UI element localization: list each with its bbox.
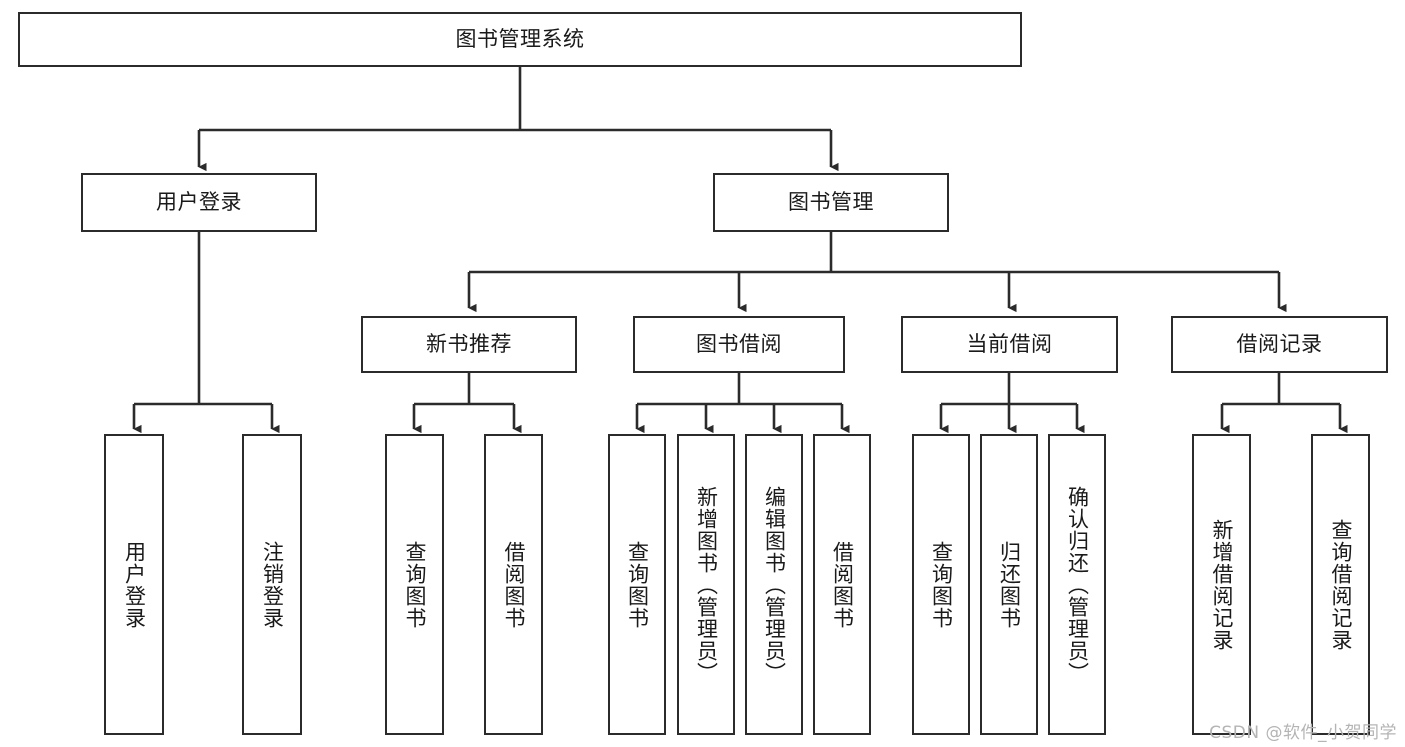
- node-leaf-user-login[interactable]: 用户登录: [104, 434, 164, 735]
- node-leaf-query-book-newbook-label: 查询图书: [402, 540, 427, 629]
- node-book-borrow-label: 图书借阅: [696, 331, 782, 356]
- node-leaf-query-book-newbook[interactable]: 查询图书: [385, 434, 444, 735]
- node-new-book-recommend[interactable]: 新书推荐: [361, 316, 577, 373]
- node-leaf-confirm-return-admin-label: 确认归还（管理员）: [1065, 485, 1090, 684]
- node-borrow-record[interactable]: 借阅记录: [1171, 316, 1388, 373]
- node-leaf-borrow-book-newbook[interactable]: 借阅图书: [484, 434, 543, 735]
- node-book-management-label: 图书管理: [788, 189, 874, 214]
- node-leaf-query-borrow-record[interactable]: 查询借阅记录: [1311, 434, 1370, 735]
- node-root-book-management-system[interactable]: 图书管理系统: [18, 12, 1022, 67]
- node-leaf-query-book-current-label: 查询图书: [929, 540, 954, 629]
- node-leaf-add-borrow-record[interactable]: 新增借阅记录: [1192, 434, 1251, 735]
- node-leaf-borrow-book[interactable]: 借阅图书: [813, 434, 871, 735]
- node-leaf-logout-label: 注销登录: [260, 540, 285, 629]
- node-leaf-return-book[interactable]: 归还图书: [980, 434, 1038, 735]
- node-user-login[interactable]: 用户登录: [81, 173, 317, 232]
- node-leaf-add-book-admin-label: 新增图书（管理员）: [694, 485, 719, 684]
- node-leaf-query-book-borrow[interactable]: 查询图书: [608, 434, 666, 735]
- node-leaf-edit-book-admin[interactable]: 编辑图书（管理员）: [745, 434, 803, 735]
- node-new-book-recommend-label: 新书推荐: [426, 331, 512, 356]
- node-leaf-borrow-book-label: 借阅图书: [830, 540, 855, 629]
- node-leaf-logout[interactable]: 注销登录: [242, 434, 302, 735]
- node-leaf-add-borrow-record-label: 新增借阅记录: [1209, 518, 1234, 651]
- node-leaf-add-book-admin[interactable]: 新增图书（管理员）: [677, 434, 735, 735]
- node-current-borrow-label: 当前借阅: [966, 331, 1053, 356]
- node-leaf-confirm-return-admin[interactable]: 确认归还（管理员）: [1048, 434, 1106, 735]
- node-user-login-label: 用户登录: [156, 189, 242, 214]
- node-leaf-user-login-label: 用户登录: [122, 540, 147, 629]
- node-leaf-borrow-book-newbook-label: 借阅图书: [501, 540, 526, 629]
- node-leaf-query-book-borrow-label: 查询图书: [625, 540, 650, 629]
- watermark-text: CSDN @软件_小贺同学: [1209, 723, 1397, 743]
- node-root-label: 图书管理系统: [455, 26, 585, 51]
- node-borrow-record-label: 借阅记录: [1236, 331, 1323, 356]
- node-book-borrow[interactable]: 图书借阅: [633, 316, 845, 373]
- node-leaf-query-book-current[interactable]: 查询图书: [912, 434, 970, 735]
- node-leaf-query-borrow-record-label: 查询借阅记录: [1328, 518, 1353, 651]
- node-leaf-return-book-label: 归还图书: [997, 540, 1022, 629]
- node-leaf-edit-book-admin-label: 编辑图书（管理员）: [762, 485, 787, 684]
- node-current-borrow[interactable]: 当前借阅: [901, 316, 1118, 373]
- node-book-management[interactable]: 图书管理: [713, 173, 949, 232]
